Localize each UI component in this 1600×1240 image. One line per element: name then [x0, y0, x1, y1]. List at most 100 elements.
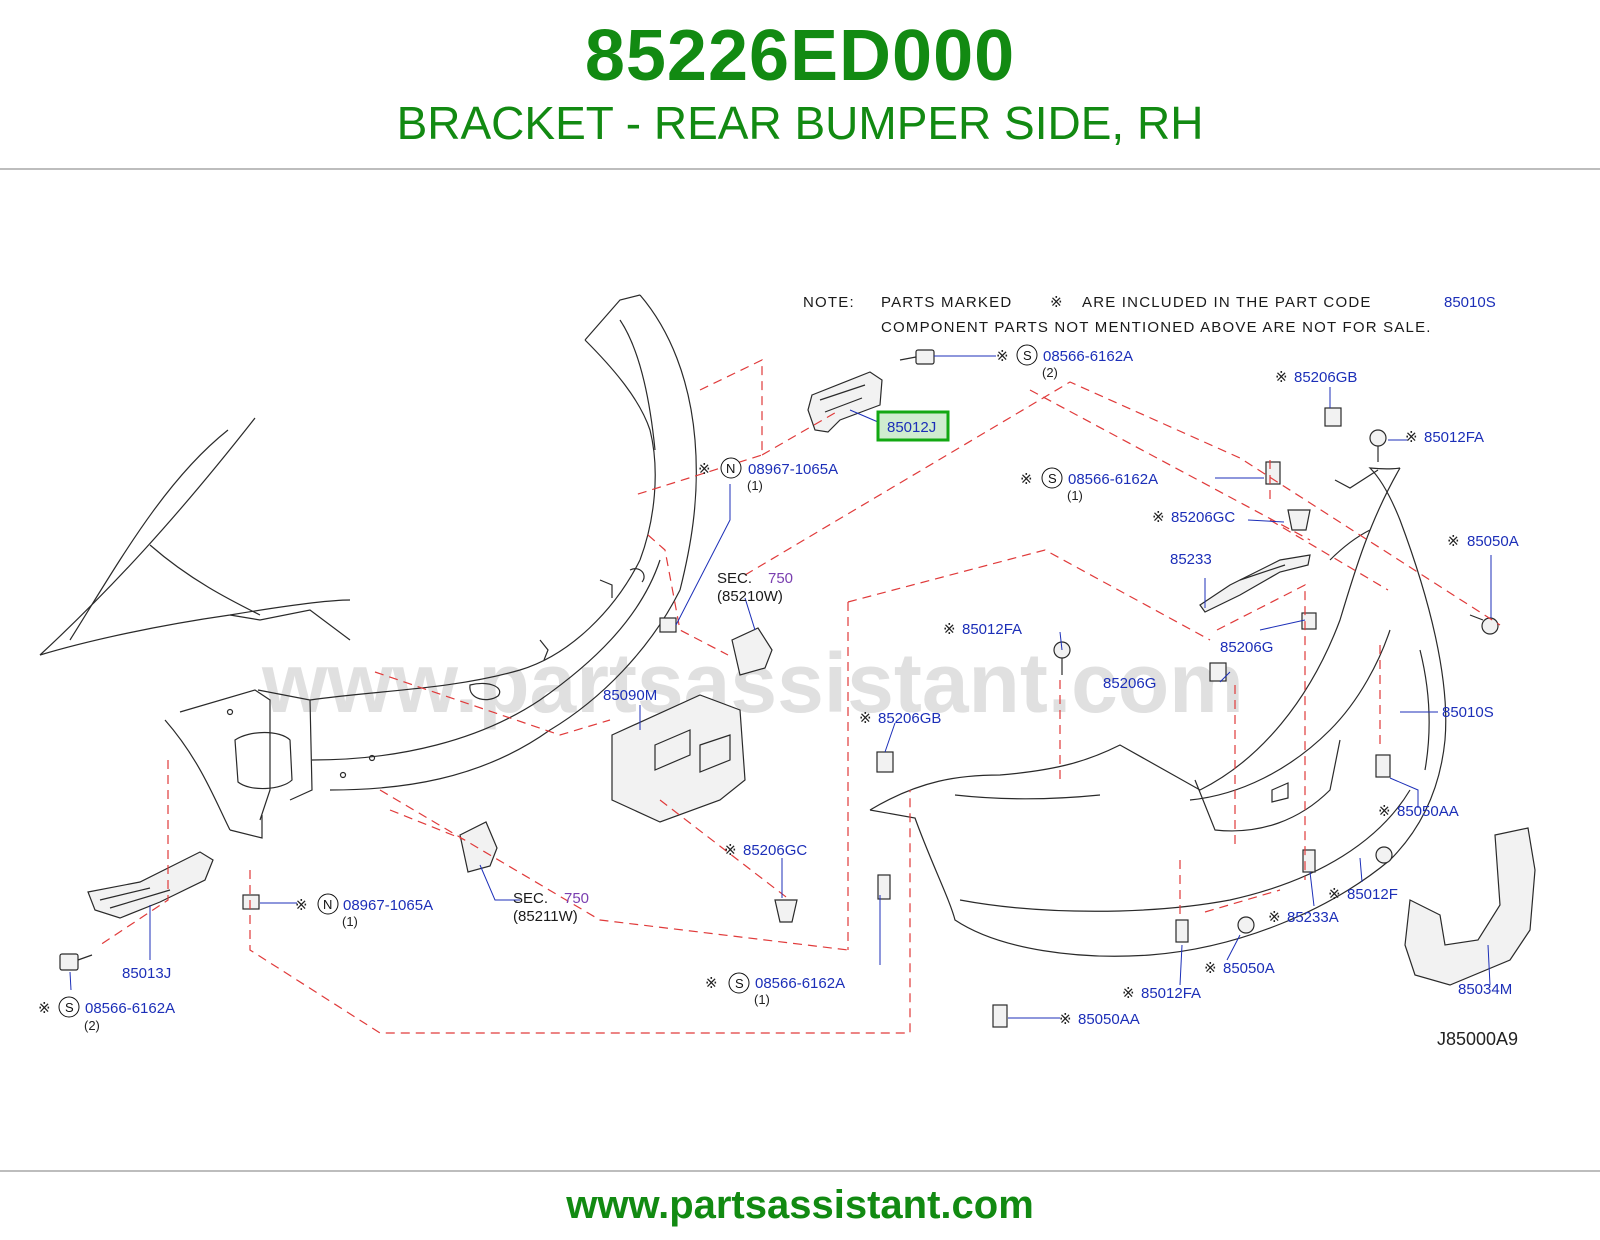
label-85034M: 85034M [1458, 981, 1512, 998]
qty-08967-low: (1) [342, 914, 358, 929]
s-letter: S [1023, 348, 1032, 363]
label-85012FA-low: 85012FA [1141, 985, 1201, 1002]
mark-symbol: ※ [859, 709, 872, 727]
qty-08967-top: (1) [747, 478, 763, 493]
label-85012F: 85012F [1347, 886, 1398, 903]
callout-85013J[interactable]: 85013J [122, 965, 171, 982]
callout-85050AA-low[interactable]: ※ 85050AA [1059, 1010, 1140, 1028]
note-block: NOTE: PARTS MARKED ※ ARE INCLUDED IN THE… [803, 293, 1496, 336]
n-letter: N [726, 461, 735, 476]
bolt-icon [1175, 919, 1189, 943]
label-85050A-low: 85050A [1223, 960, 1275, 977]
mark-symbol: ※ [1059, 1010, 1072, 1028]
mark-symbol: ※ [1275, 368, 1288, 386]
footer-website-link[interactable]: www.partsassistant.com [566, 1183, 1034, 1227]
bolt-icon [59, 953, 93, 971]
callout-85012FA-top[interactable]: ※ 85012FA [1405, 428, 1484, 446]
callout-85012J-highlighted[interactable]: 85012J [876, 410, 950, 442]
callout-85206GC-top[interactable]: ※ 85206GC [1152, 508, 1235, 526]
callout-85012FA-mid[interactable]: ※ 85012FA [943, 620, 1022, 638]
callout-08566-6162A-mid[interactable]: ※ S 08566-6162A (1) [1020, 467, 1158, 503]
s-letter: S [65, 1000, 74, 1015]
highlight-box [876, 410, 950, 442]
label-85010S: 85010S [1442, 704, 1494, 721]
callout-85233[interactable]: 85233 [1170, 551, 1212, 568]
note-part-code: 85010S [1444, 294, 1496, 311]
label-85012J: 85012J [887, 419, 936, 436]
callout-85206GB-mid[interactable]: ※ 85206GB [859, 709, 941, 727]
clip-icon [1209, 662, 1227, 682]
mark-symbol: ※ [996, 347, 1009, 365]
bracket-85012J-part [807, 371, 883, 433]
callout-08566-6162A-low[interactable]: ※ S 08566-6162A (1) [705, 972, 845, 1007]
mark-symbol: ※ [724, 841, 737, 859]
callout-sec-750-85210W[interactable]: SEC. 750 (85210W) [717, 570, 793, 605]
sec-750-bracket-upper [731, 627, 773, 676]
callout-08967-1065A-top[interactable]: ※ N 08967-1065A (1) [698, 457, 838, 493]
clip-icon [1324, 407, 1342, 427]
callout-08566-6162A-left[interactable]: ※ S 08566-6162A (2) [38, 996, 175, 1033]
grommet-icon [1287, 509, 1311, 531]
mark-symbol: ※ [1204, 959, 1217, 977]
callout-85034M[interactable]: 85034M [1458, 981, 1512, 998]
parts-diagram: www.partsassistant.com [38, 293, 1536, 1049]
callout-08566-6162A-top[interactable]: ※ S 08566-6162A (2) [996, 344, 1133, 380]
bolt-icon [1265, 461, 1281, 485]
callout-85010S[interactable]: 85010S [1442, 704, 1494, 721]
mark-symbol: ※ [1328, 885, 1341, 903]
mark-symbol: ※ [705, 974, 718, 992]
qty-08566-mid: (1) [1067, 488, 1083, 503]
sec-reference: (85211W) [513, 908, 578, 925]
qty-08566-low: (1) [754, 992, 770, 1007]
label-85050A-right: 85050A [1467, 533, 1519, 550]
label-85012FA-mid: 85012FA [962, 621, 1022, 638]
mark-symbol: ※ [943, 620, 956, 638]
push-rivet-icon [1369, 429, 1387, 462]
sec-number: 750 [564, 890, 589, 907]
note-line1b: ARE INCLUDED IN THE PART CODE [1082, 294, 1372, 311]
absorber-85090M-part [611, 694, 746, 823]
label-85090M: 85090M [603, 687, 657, 704]
assembly-dashed-lines [99, 359, 1501, 1034]
sec-number: 750 [768, 570, 793, 587]
label-85206G-b: 85206G [1103, 675, 1156, 692]
mark-symbol: ※ [1378, 802, 1391, 820]
label-08566-6162A-left: 08566-6162A [85, 1000, 175, 1017]
s-circle-icon [58, 996, 80, 1018]
callout-sec-750-85211W[interactable]: SEC. 750 (85211W) [513, 890, 589, 925]
callout-85233A[interactable]: ※ 85233A [1268, 908, 1339, 926]
note-line2: COMPONENT PARTS NOT MENTIONED ABOVE ARE … [881, 319, 1432, 336]
callout-85012FA-low[interactable]: ※ 85012FA [1122, 984, 1201, 1002]
callout-08967-1065A-low[interactable]: ※ N 08967-1065A (1) [295, 893, 433, 929]
callout-85206G-a[interactable]: 85206G [1220, 639, 1273, 656]
callout-85050A-right[interactable]: ※ 85050A [1447, 532, 1519, 550]
clip-icon [1301, 612, 1317, 630]
label-85206GC-top: 85206GC [1171, 509, 1235, 526]
vehicle-body-outline [39, 294, 697, 839]
callout-85050A-low[interactable]: ※ 85050A [1204, 959, 1275, 977]
callout-85050AA-right[interactable]: ※ 85050AA [1378, 802, 1459, 820]
label-08566-6162A-top: 08566-6162A [1043, 348, 1133, 365]
s-letter: S [735, 976, 744, 991]
mark-symbol: ※ [1152, 508, 1165, 526]
note-mark-symbol: ※ [1050, 293, 1063, 311]
bolt-icon [877, 874, 891, 900]
sec-reference: (85210W) [717, 588, 783, 605]
callout-85206GC-low[interactable]: ※ 85206GC [724, 841, 807, 859]
label-08967-1065A-low: 08967-1065A [343, 897, 433, 914]
s-circle-icon [728, 972, 750, 994]
bottom-divider [0, 1170, 1600, 1172]
mark-symbol: ※ [1405, 428, 1418, 446]
bracket-85013J-part [87, 851, 214, 919]
callout-85090M[interactable]: 85090M [603, 687, 657, 704]
bolt-icon [1237, 916, 1255, 934]
mark-symbol: ※ [38, 999, 51, 1017]
callout-85206G-b[interactable]: 85206G [1103, 675, 1156, 692]
s-circle-icon [1041, 467, 1063, 489]
callout-85206GB-top[interactable]: ※ 85206GB [1275, 368, 1357, 386]
callout-85012F[interactable]: ※ 85012F [1328, 885, 1398, 903]
leader-lines [69, 355, 1492, 1019]
bolt-icon [1469, 614, 1499, 635]
label-85206GC-low: 85206GC [743, 842, 807, 859]
label-85206G-a: 85206G [1220, 639, 1273, 656]
